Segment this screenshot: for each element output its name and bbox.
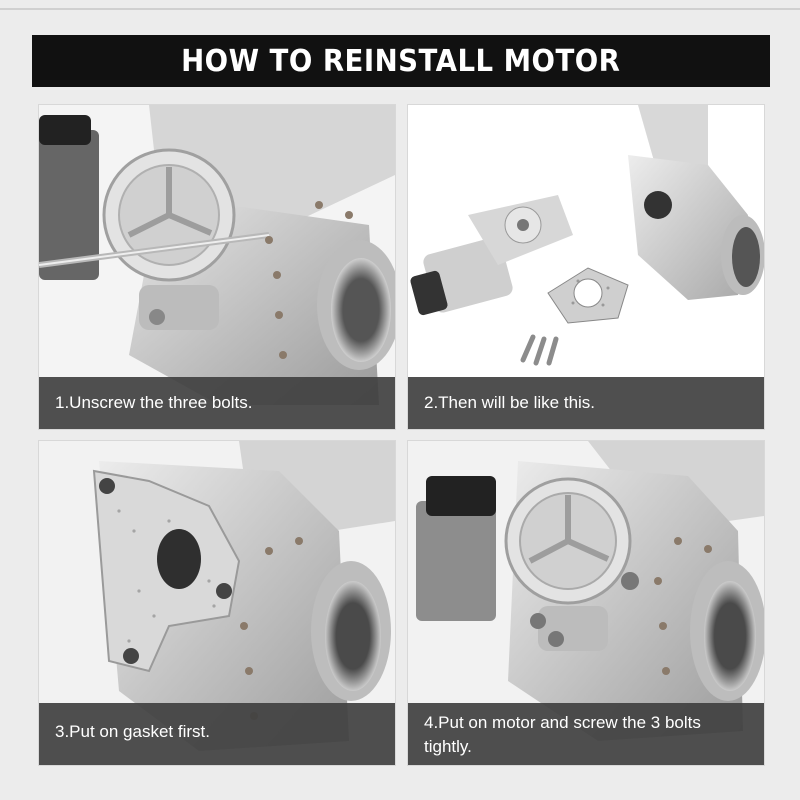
step-panel-1: 1.Unscrew the three bolts. [38, 104, 396, 430]
step-panel-3: 3.Put on gasket first. [38, 440, 396, 766]
step-1-photo [39, 105, 395, 429]
step-4-photo [408, 441, 764, 765]
step-2-caption: 2.Then will be like this. [408, 377, 764, 429]
step-1-caption: 1.Unscrew the three bolts. [39, 377, 395, 429]
step-3-caption: 3.Put on gasket first. [39, 703, 395, 765]
page-title: HOW TO REINSTALL MOTOR [181, 43, 621, 79]
step-3-photo [39, 441, 395, 765]
step-panel-4: 4.Put on motor and screw the 3 bolts tig… [407, 440, 765, 766]
title-banner: HOW TO REINSTALL MOTOR [32, 35, 770, 87]
step-panel-2: 2.Then will be like this. [407, 104, 765, 430]
step-4-caption: 4.Put on motor and screw the 3 bolts tig… [408, 703, 764, 765]
top-divider [0, 8, 800, 10]
step-2-photo [408, 105, 764, 429]
